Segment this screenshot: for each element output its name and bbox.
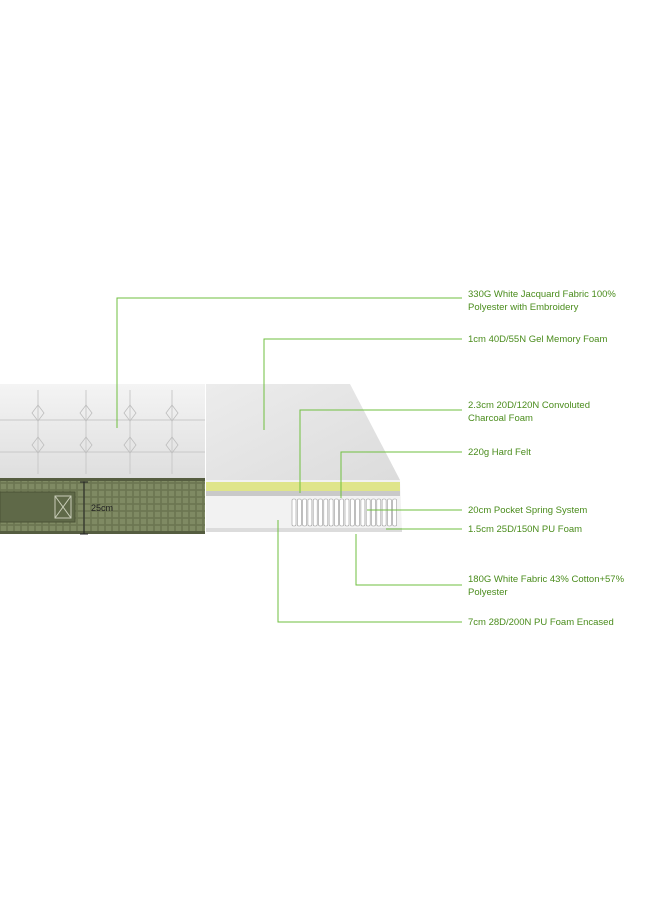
leader-line-hard-felt xyxy=(340,451,462,498)
cutaway-top-fabric xyxy=(206,384,400,480)
pocket-spring-coil xyxy=(365,498,371,527)
pocket-spring-coil xyxy=(360,498,366,527)
pocket-spring-rows xyxy=(291,498,398,527)
gel-memory-foam-layer xyxy=(206,482,400,491)
callout-jacquard-fabric: 330G White Jacquard Fabric 100% Polyeste… xyxy=(468,289,616,313)
callout-pu-foam-thin: 1.5cm 25D/150N PU Foam xyxy=(468,524,583,535)
pocket-spring-coil xyxy=(296,498,302,527)
mattress-height-label: 25cm xyxy=(91,503,114,513)
pocket-spring-coil xyxy=(328,498,334,527)
leader-line-charcoal-foam xyxy=(299,409,462,493)
callout-charcoal-foam: 2.3cm 20D/120N Convoluted Charcoal Foam xyxy=(468,400,590,424)
quilting-diamonds xyxy=(31,404,179,454)
pocket-spring-coil xyxy=(376,498,382,527)
cutaway-section xyxy=(206,384,402,532)
pocket-spring-coil xyxy=(307,498,313,527)
pocket-spring-coil xyxy=(334,498,339,527)
leader-line-jacquard-fabric xyxy=(116,297,462,428)
pocket-spring-coil xyxy=(323,498,329,527)
callout-pocket-spring: 20cm Pocket Spring System xyxy=(468,505,588,516)
quilted-top-block xyxy=(0,384,205,535)
pocket-spring-coil xyxy=(392,498,398,527)
pocket-spring-coil xyxy=(371,498,376,527)
pocket-spring-coil xyxy=(318,498,323,527)
leader-line-gel-memory-foam xyxy=(263,338,462,430)
charcoal-foam-layer xyxy=(206,491,400,496)
leader-lines xyxy=(116,297,462,623)
height-marker xyxy=(80,481,88,535)
pocket-spring-coil xyxy=(381,498,387,527)
border-piping-bottom xyxy=(0,531,205,534)
border-piping-top xyxy=(0,478,205,481)
pocket-spring-coil xyxy=(349,498,355,527)
callout-white-fabric: 180G White Fabric 43% Cotton+57% Polyest… xyxy=(468,574,625,598)
pocket-spring-coil xyxy=(344,498,350,527)
pocket-spring-coil xyxy=(339,498,345,527)
pocket-spring-coil xyxy=(387,498,392,527)
pocket-spring-coil xyxy=(302,498,307,527)
pocket-spring-coil xyxy=(312,498,318,527)
quilted-top-surface xyxy=(0,384,205,480)
callout-gel-memory-foam: 1cm 40D/55N Gel Memory Foam xyxy=(468,334,608,345)
callout-pu-foam-encased: 7cm 28D/200N PU Foam Encased xyxy=(468,617,614,628)
leader-line-pu-foam-encased xyxy=(277,520,462,623)
pu-foam-layer xyxy=(206,528,402,532)
pocket-spring-coil xyxy=(291,498,297,527)
callout-hard-felt: 220g Hard Felt xyxy=(468,447,531,458)
leader-line-white-fabric xyxy=(355,534,462,586)
pocket-spring-coil xyxy=(355,498,360,527)
side-handle xyxy=(0,491,76,523)
